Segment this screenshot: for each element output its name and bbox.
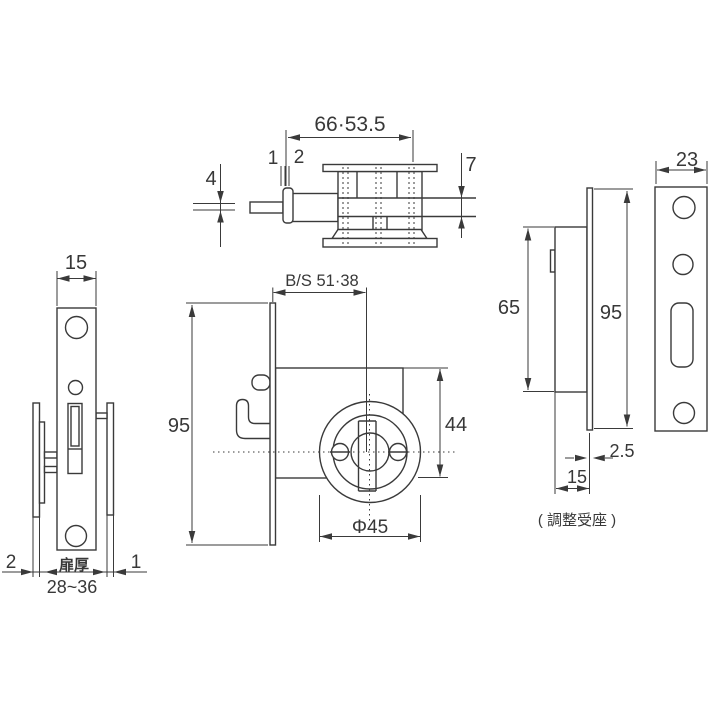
strike-plate-view: 23	[654, 149, 708, 432]
hook-bolt	[235, 398, 270, 440]
faceplate-front	[56, 307, 97, 551]
receiver-caption: ( 調整受座 )	[538, 512, 616, 529]
dim-clearance-left: 2	[6, 552, 17, 573]
bolt-in-slot	[70, 405, 80, 447]
spindle-boss	[291, 192, 339, 223]
left-view: 15 2 扉厚 1 28~36	[2, 252, 147, 597]
dim-pin-dia: 4	[205, 168, 216, 190]
lock-case-plan	[337, 170, 423, 231]
dim-receiver-case-height: 65	[498, 297, 520, 319]
dim-clearance-right: 1	[131, 552, 142, 573]
pin-rod	[249, 201, 284, 214]
dim-door-thickness-range: 28~36	[47, 577, 98, 597]
dim-overall-length: 66·53.5	[314, 113, 385, 136]
rosette-base	[322, 237, 438, 248]
faceplate-edge	[322, 163, 438, 173]
screw-hole-bottom	[64, 524, 88, 548]
front-view: 95 B/S 51·38 44 Φ45	[168, 272, 467, 546]
pin-hole	[67, 379, 84, 396]
case-side-step-left	[38, 421, 46, 504]
dim-case-height: 44	[445, 414, 467, 436]
case-tab-left-lower	[43, 465, 58, 474]
dim-t1: 1	[268, 148, 279, 169]
strike-plate	[654, 186, 708, 432]
faceplate-edge-front	[269, 302, 277, 546]
dim-plate-thickness: 2.5	[609, 441, 634, 461]
trigger-tab	[251, 374, 271, 391]
strike-slot	[670, 302, 694, 368]
receiver-plate-edge	[586, 187, 594, 431]
dim-case-depth-value: 15	[567, 467, 587, 487]
dim-strike-width: 23	[676, 149, 698, 171]
case-tab-right	[95, 412, 108, 420]
dim-face-width: 15	[65, 252, 87, 274]
screw-hole-top	[64, 315, 89, 340]
dim-rosette-dia: Φ45	[352, 517, 388, 538]
pin-flange	[282, 187, 294, 224]
dim-bolt-thickness: 7	[465, 154, 476, 176]
case-tab-left-upper	[43, 451, 58, 459]
strike-hole-mid	[672, 253, 694, 276]
strike-hole-bottom	[672, 401, 696, 425]
side-view: 65 95 2.5 15 ( 調整受座 )	[498, 187, 635, 529]
dim-faceplate-height: 95	[168, 415, 190, 437]
strike-hole-top	[672, 195, 696, 220]
rosette-hat	[330, 228, 429, 240]
case-side-plate-right	[106, 402, 115, 516]
dim-backset: B/S 51·38	[285, 272, 358, 290]
top-view: 66·53.5 1 2 4 7	[193, 113, 477, 248]
case-side-plate-left	[32, 402, 41, 518]
dim-t2: 2	[294, 147, 305, 168]
dim-receiver-plate-height: 95	[600, 302, 622, 324]
bolt-slot	[67, 402, 83, 475]
door-thickness-label: 扉厚	[58, 556, 89, 574]
receiver-case	[554, 226, 588, 393]
